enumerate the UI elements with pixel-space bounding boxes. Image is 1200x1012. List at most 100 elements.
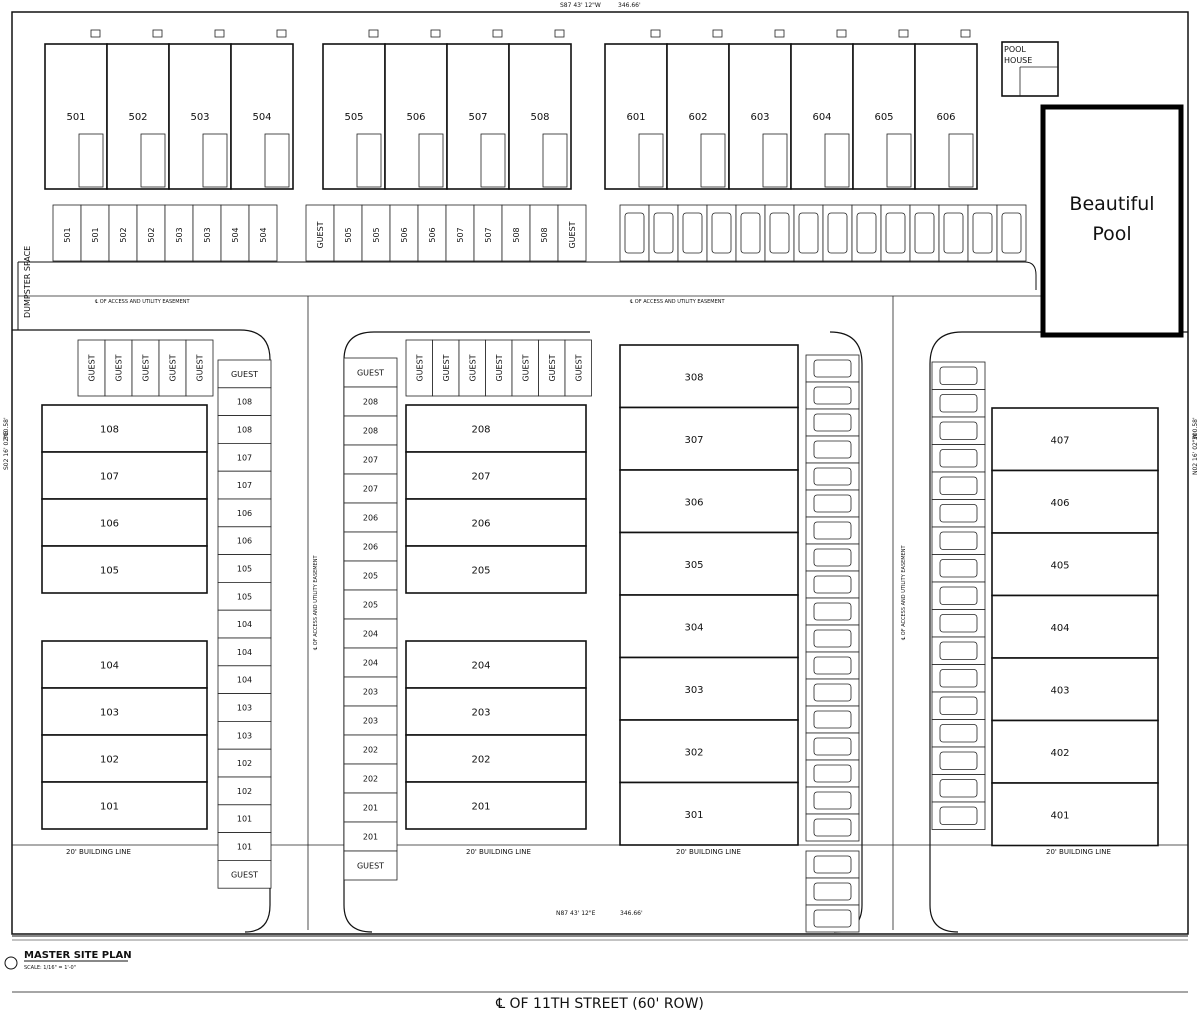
unit-403: [991, 657, 1159, 722]
unit-number: 203: [471, 708, 490, 719]
unit-503: [168, 43, 232, 190]
stall-label: 104: [237, 648, 252, 657]
parking-stall: [805, 543, 860, 572]
stall-label: 502: [147, 227, 156, 242]
parking-stall: [557, 204, 587, 262]
unit-502: [106, 43, 170, 190]
parking-stall: [931, 581, 986, 610]
unit-105: [41, 545, 208, 594]
stall-label: 107: [237, 453, 252, 462]
car-symbol: [813, 882, 852, 901]
parking-stall: [343, 821, 398, 852]
unit-number: 106: [100, 519, 119, 530]
car-symbol: [653, 212, 674, 254]
parking-stall: [805, 624, 860, 653]
stall-label: 208: [363, 427, 378, 436]
car-symbol: [856, 212, 877, 254]
unit-504: [230, 43, 294, 190]
pool-house-label: POOL: [1004, 45, 1026, 54]
parking-stall: [805, 435, 860, 464]
guest-stall-label: GUEST: [495, 354, 504, 381]
parking-stall: [931, 746, 986, 775]
stall-label: 206: [363, 543, 378, 552]
guest-stall: [458, 339, 486, 397]
unit-505: [322, 43, 386, 190]
unit-number: 303: [684, 685, 703, 696]
car-symbol: [813, 764, 852, 783]
unit-604: [790, 43, 854, 190]
stall-label: GUEST: [231, 870, 258, 879]
parking-stall: [805, 904, 860, 933]
property-boundary: [11, 11, 1189, 935]
parking-stall: [80, 204, 110, 262]
car-symbol: [943, 212, 964, 254]
meter-box: [368, 29, 379, 38]
unit-104: [41, 640, 208, 689]
pool-house-label: HOUSE: [1004, 56, 1032, 65]
stall-label: 502: [119, 227, 128, 242]
unit-303: [619, 656, 799, 721]
stall-label: 106: [237, 537, 252, 546]
garage: [480, 133, 506, 188]
parking-stall: [343, 763, 398, 794]
garage: [78, 133, 104, 188]
parking-stall: [361, 204, 391, 262]
parking-stall: [931, 471, 986, 500]
car-symbol: [939, 806, 978, 825]
stall-label: 106: [237, 509, 252, 518]
stall-label: 101: [237, 815, 252, 824]
guest-stall: [564, 339, 592, 397]
building-line-label: 20' BUILDING LINE: [676, 848, 741, 856]
unit-number: 307: [684, 435, 703, 446]
unit-207: [405, 451, 587, 500]
stall-label: 202: [363, 775, 378, 784]
car-symbol: [813, 629, 852, 648]
pool: [1040, 104, 1184, 338]
unit-401: [991, 782, 1159, 847]
parking-stall: [805, 462, 860, 491]
garage: [264, 133, 290, 188]
parking-stall: [805, 597, 860, 626]
unit-number: 301: [684, 810, 703, 821]
guest-stall: [485, 339, 513, 397]
car-symbol: [813, 413, 852, 432]
parking-stall: [805, 354, 860, 383]
parking-stall: [931, 499, 986, 528]
unit-number: 507: [468, 112, 487, 123]
bottom-distance-label: 346.66': [620, 910, 643, 917]
parking-stall: [217, 609, 272, 639]
meter-box: [774, 29, 785, 38]
stall-label: 103: [237, 704, 252, 713]
guest-stall: [432, 339, 460, 397]
stall-label: 508: [512, 227, 521, 242]
parking-stall: [192, 204, 222, 262]
parking-stall: [217, 637, 272, 667]
meter-box: [960, 29, 971, 38]
unit-number: 402: [1050, 748, 1069, 759]
parking-stall: [473, 204, 503, 262]
car-symbol: [939, 504, 978, 523]
unit-201: [405, 781, 587, 830]
car-symbol: [813, 386, 852, 405]
unit-606: [914, 43, 978, 190]
garage: [202, 133, 228, 188]
parking-stall: [805, 678, 860, 707]
car-symbol: [813, 710, 852, 729]
unit-301: [619, 781, 799, 846]
car-symbol: [939, 586, 978, 605]
stall-label: 103: [237, 731, 252, 740]
car-symbol: [813, 791, 852, 810]
stall-label: 506: [428, 227, 437, 242]
building-line-label: 20' BUILDING LINE: [1046, 848, 1111, 856]
car-symbol: [813, 575, 852, 594]
unit-205: [405, 545, 587, 594]
parking-stall: [343, 473, 398, 504]
guest-stall-label: GUEST: [115, 354, 124, 381]
parking-stall: [217, 554, 272, 583]
car-symbol: [939, 531, 978, 550]
unit-308: [619, 344, 799, 409]
stall-label: 105: [237, 592, 252, 601]
car-symbol: [711, 212, 732, 254]
car-symbol: [939, 366, 978, 385]
unit-number: 201: [471, 802, 490, 813]
